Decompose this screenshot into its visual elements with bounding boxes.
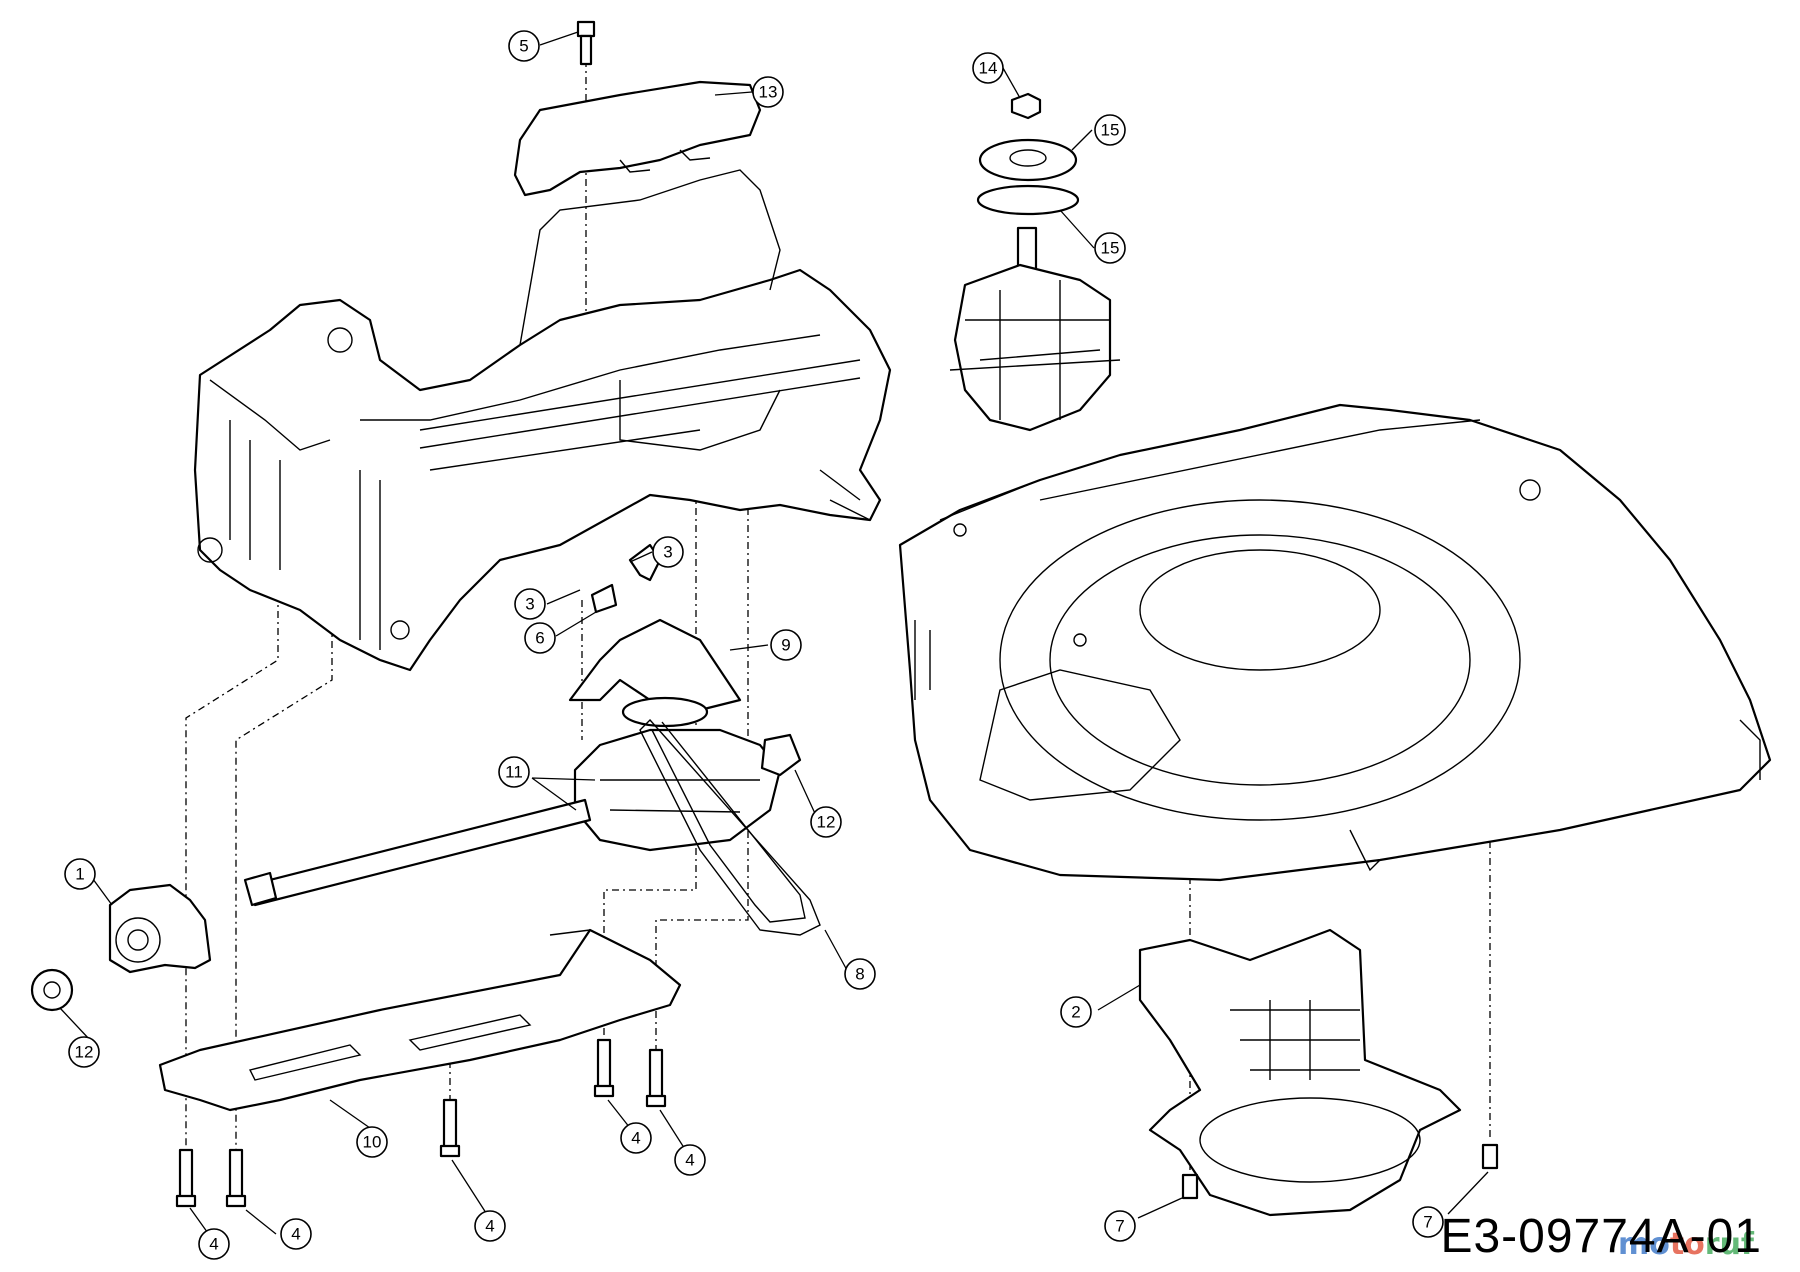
callout-4-bolt-4: 4 <box>620 1122 652 1154</box>
callout-2: 2 <box>1060 996 1092 1028</box>
drive-axle <box>243 798 592 907</box>
svg-text:4: 4 <box>209 1235 218 1254</box>
svg-text:4: 4 <box>291 1225 300 1244</box>
callout-14: 14 <box>972 52 1004 84</box>
leader-lines <box>59 31 1489 1237</box>
lower-support-plate <box>158 928 682 1112</box>
svg-text:1: 1 <box>75 865 84 884</box>
svg-text:3: 3 <box>525 595 534 614</box>
svg-text:4: 4 <box>685 1151 694 1170</box>
callout-4-bolt-2: 4 <box>280 1218 312 1250</box>
svg-text:7: 7 <box>1115 1217 1124 1236</box>
callout-7-right: 7 <box>1412 1206 1444 1238</box>
mower-deck <box>898 403 1772 882</box>
callout-11: 11 <box>498 756 530 788</box>
svg-text:11: 11 <box>505 763 523 782</box>
bolts-lower <box>175 1038 667 1208</box>
callout-7-left: 7 <box>1104 1210 1136 1242</box>
svg-text:4: 4 <box>631 1129 640 1148</box>
pinion-gear <box>30 968 74 1012</box>
bolt-top <box>576 20 596 66</box>
callout-13: 13 <box>752 76 784 108</box>
rear-housing-frame <box>193 169 892 672</box>
engine-crankshaft-assembly <box>949 92 1121 432</box>
callout-4-bolt-5: 4 <box>674 1144 706 1176</box>
cover-part <box>513 80 762 197</box>
callout-3-left: 3 <box>514 588 546 620</box>
svg-text:15: 15 <box>1101 239 1120 258</box>
callout-10: 10 <box>356 1126 388 1158</box>
svg-text:12: 12 <box>817 813 836 832</box>
bolts-chute <box>1181 1143 1499 1200</box>
svg-text:9: 9 <box>781 636 790 655</box>
svg-text:10: 10 <box>363 1133 382 1152</box>
svg-text:7: 7 <box>1423 1213 1432 1232</box>
bracket <box>568 543 742 712</box>
wheel-bearing <box>108 883 212 974</box>
drive-belt <box>639 718 821 936</box>
rear-discharge-chute <box>1138 928 1462 1217</box>
callout-5: 5 <box>508 30 540 62</box>
watermark-logo: motoruf <box>1617 1227 1754 1262</box>
callout-3-right: 3 <box>652 536 684 568</box>
svg-text:2: 2 <box>1071 1003 1080 1022</box>
svg-text:4: 4 <box>485 1217 494 1236</box>
svg-text:8: 8 <box>855 965 864 984</box>
callout-4-bolt-3: 4 <box>474 1210 506 1242</box>
svg-text:13: 13 <box>759 83 778 102</box>
callout-12-pinion: 12 <box>68 1036 100 1068</box>
svg-text:15: 15 <box>1101 121 1120 140</box>
svg-text:3: 3 <box>663 543 672 562</box>
drawing-code: E3-09774A-01 <box>1440 1210 1762 1263</box>
svg-text:14: 14 <box>979 59 998 78</box>
transmission-gearbox <box>573 696 802 852</box>
callout-6: 6 <box>524 622 556 654</box>
callout-15-upper: 15 <box>1094 114 1126 146</box>
callout-9: 9 <box>770 629 802 661</box>
callout-4-bolt-1: 4 <box>198 1228 230 1260</box>
callout-12-gearbox: 12 <box>810 806 842 838</box>
callout-8: 8 <box>844 958 876 990</box>
svg-text:6: 6 <box>535 629 544 648</box>
svg-text:5: 5 <box>519 37 528 56</box>
callout-15-lower: 15 <box>1094 232 1126 264</box>
callout-1: 1 <box>64 858 96 890</box>
svg-text:12: 12 <box>75 1043 94 1062</box>
